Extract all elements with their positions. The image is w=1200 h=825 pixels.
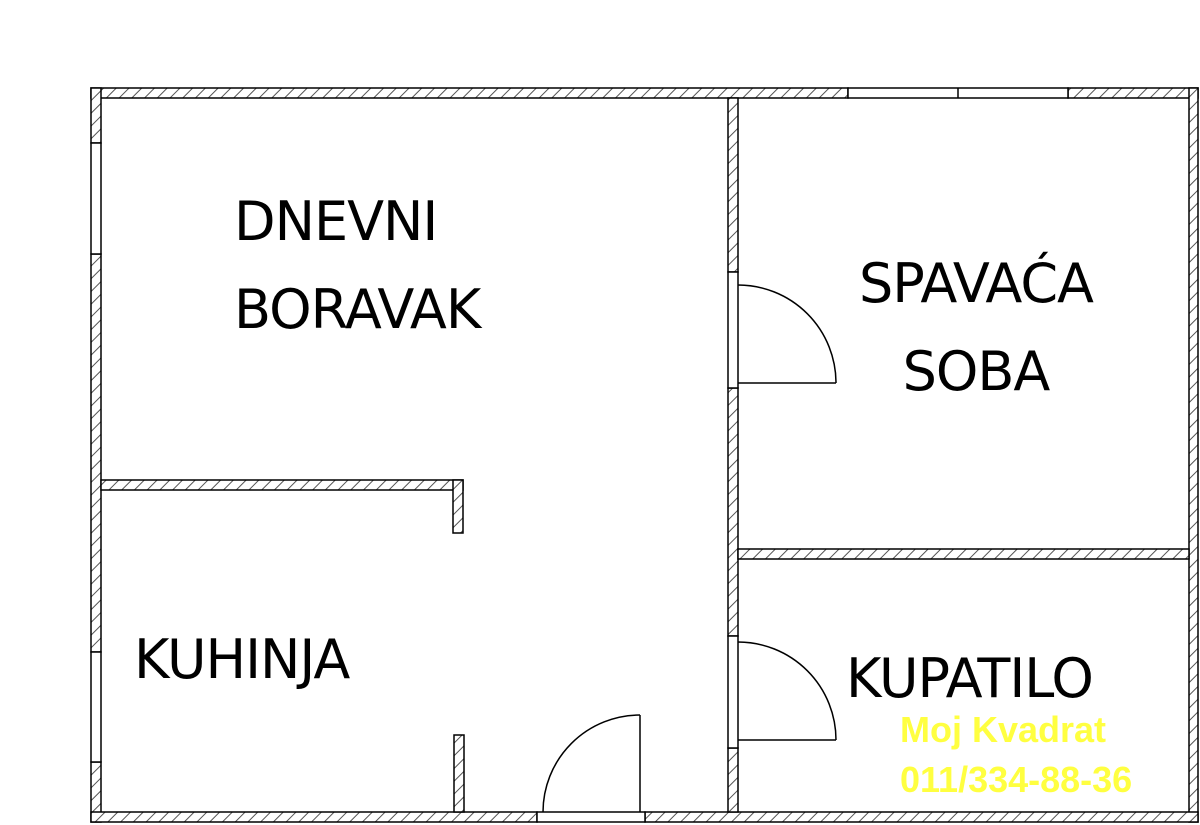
- wall-bottom-left: [90, 811, 538, 823]
- watermark-phone: 011/334-88-36: [900, 759, 1133, 800]
- wall-bottom-right: [644, 811, 1199, 823]
- wall-center-2: [727, 387, 739, 637]
- wall-left-1: [90, 87, 102, 144]
- door-openings: [727, 271, 739, 749]
- wall-kitchen-stub-bottom: [453, 734, 465, 813]
- wall-kitchen-stub-top: [452, 479, 464, 534]
- watermark: Moj Kvadrat 011/334-88-36: [900, 708, 1132, 802]
- label-kitchen-text: KUHINJA: [134, 628, 350, 691]
- exterior-walls: [90, 87, 1199, 823]
- label-bedroom-line2: SOBA: [902, 340, 1051, 403]
- label-kitchen: KUHINJA: [134, 616, 350, 704]
- wall-bedroom-bathroom: [737, 548, 1190, 560]
- wall-center-1: [727, 97, 739, 273]
- label-living-room-line1: DNEVNI: [234, 190, 438, 253]
- window-kitchen-left: [90, 651, 102, 763]
- door-bedroom: [737, 284, 837, 384]
- windows: [90, 87, 1069, 823]
- label-bathroom: KUPATILO: [846, 635, 1094, 723]
- label-bedroom-line1: SPAVAĆA: [859, 252, 1094, 315]
- entrance-threshold: [536, 811, 646, 823]
- window-bedroom-top: [847, 87, 1069, 99]
- interior-walls: [100, 97, 1190, 813]
- wall-top-left: [90, 87, 849, 99]
- label-bedroom: SPAVAĆA SOBA: [836, 240, 1116, 416]
- watermark-brand: Moj Kvadrat: [900, 709, 1107, 750]
- wall-kitchen-top: [100, 479, 464, 491]
- doors: [542, 284, 837, 813]
- label-bathroom-text: KUPATILO: [846, 647, 1094, 710]
- window-living-room-left: [90, 142, 102, 255]
- label-living-room: DNEVNI BORAVAK: [234, 178, 481, 354]
- wall-left-2: [90, 253, 102, 653]
- wall-right: [1188, 87, 1199, 823]
- label-living-room-line2: BORAVAK: [234, 278, 481, 341]
- door-bathroom: [737, 641, 837, 741]
- door-entrance: [542, 714, 641, 813]
- wall-center-3: [727, 747, 739, 813]
- wall-top-right: [1067, 87, 1199, 99]
